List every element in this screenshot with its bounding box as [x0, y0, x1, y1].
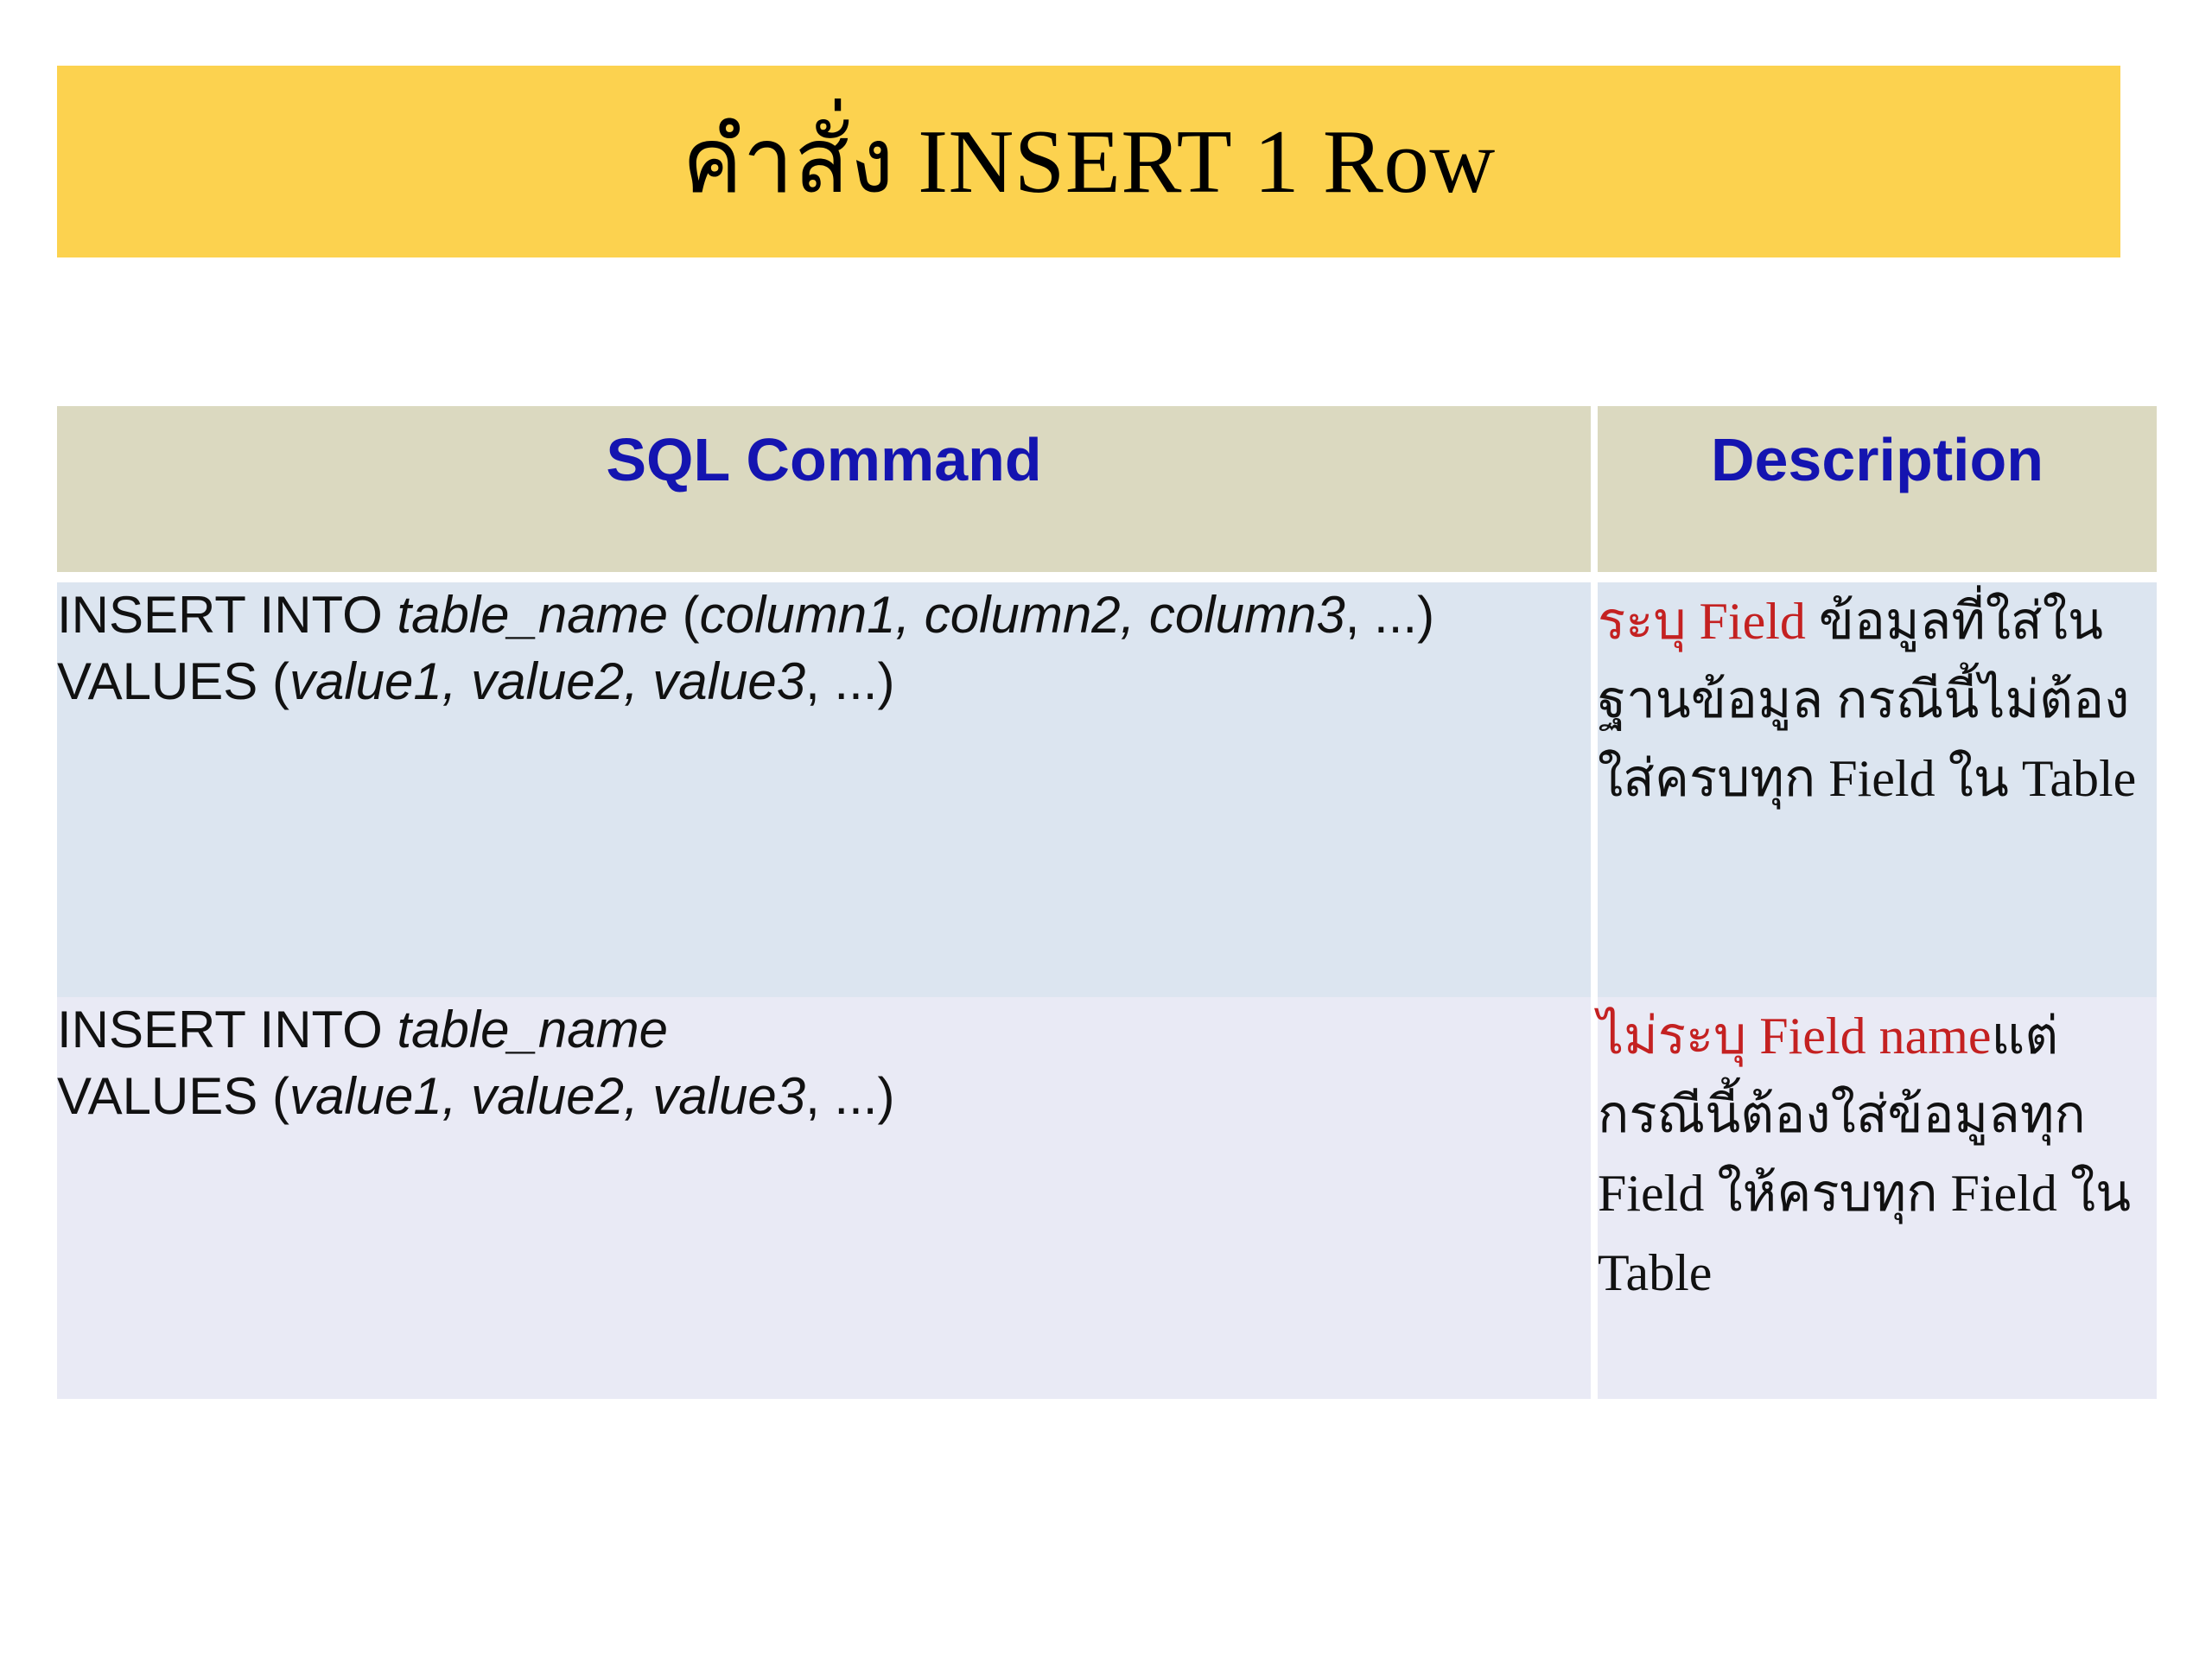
sql-line2-tail: , ...)	[805, 1066, 895, 1125]
spacer-cell-right	[1598, 572, 2157, 582]
sql-line1-tail: , ...)	[1344, 586, 1435, 644]
header-cell-sql-command: SQL Command	[57, 406, 1591, 572]
table-row: INSERT INTO table_name VALUES (value1, v…	[57, 997, 2157, 1399]
title-banner: คำสั่ง INSERT 1 Row	[57, 66, 2120, 257]
sql-line2-tail: , ...)	[805, 652, 895, 710]
sql-value-list: value1, value2, value3	[289, 1066, 806, 1125]
table-header-row: SQL Command Description	[57, 406, 2157, 572]
cell-sql-command: INSERT INTO table_name (column1, column2…	[57, 582, 1591, 997]
page-title: คำสั่ง INSERT 1 Row	[682, 111, 1496, 213]
header-label-description: Description	[1710, 426, 2044, 493]
sql-line-1: INSERT INTO table_name	[57, 997, 1591, 1064]
header-body-spacer	[57, 572, 2157, 582]
spacer-cell-left	[57, 572, 1591, 582]
sql-line-2: VALUES (value1, value2, value3, ...)	[57, 1064, 1591, 1130]
description-highlight: ระบุ Field	[1598, 593, 1806, 650]
row-column-divider	[1591, 997, 1598, 1399]
sql-value-list: value1, value2, value3	[289, 652, 806, 710]
sql-keyword-values: VALUES (	[57, 1066, 289, 1125]
sql-table-name: table_name	[397, 586, 669, 644]
sql-line-2: VALUES (value1, value2, value3, ...)	[57, 649, 1591, 715]
sql-open-paren: (	[668, 586, 700, 644]
sql-command-table: SQL Command Description INSERT INTO tabl…	[57, 406, 2157, 1399]
description-highlight: ไม่ระบุ Field name	[1598, 1007, 1992, 1065]
sql-keyword-insert-into: INSERT INTO	[57, 586, 397, 644]
description-body: แต่กรณีนี้ต้องใส่ข้อมูลทุก Field ให้ครบท…	[1598, 1007, 2132, 1301]
sql-table-name: table_name	[397, 1001, 669, 1058]
row-column-divider	[1591, 582, 1598, 997]
spacer-cell-mid	[1591, 572, 1598, 582]
sql-keyword-values: VALUES (	[57, 652, 289, 710]
header-column-divider	[1591, 406, 1598, 572]
cell-description: ระบุ Field ข้อมูลที่ใส่ในฐานข้อมูล กรณีน…	[1598, 582, 2157, 997]
cell-sql-command: INSERT INTO table_name VALUES (value1, v…	[57, 997, 1591, 1399]
sql-line-1: INSERT INTO table_name (column1, column2…	[57, 582, 1591, 649]
sql-keyword-insert-into: INSERT INTO	[57, 1001, 397, 1058]
header-cell-description: Description	[1598, 406, 2157, 572]
table-row: INSERT INTO table_name (column1, column2…	[57, 582, 2157, 997]
header-label-sql-command: SQL Command	[606, 426, 1042, 493]
sql-column-list: column1, column2, column3	[699, 586, 1345, 644]
description-body: ข้อมูลที่ใส่ในฐานข้อมูล กรณีนี้ไม่ต้องใส…	[1598, 593, 2137, 808]
cell-description: ไม่ระบุ Field nameแต่กรณีนี้ต้องใส่ข้อมู…	[1598, 997, 2157, 1399]
